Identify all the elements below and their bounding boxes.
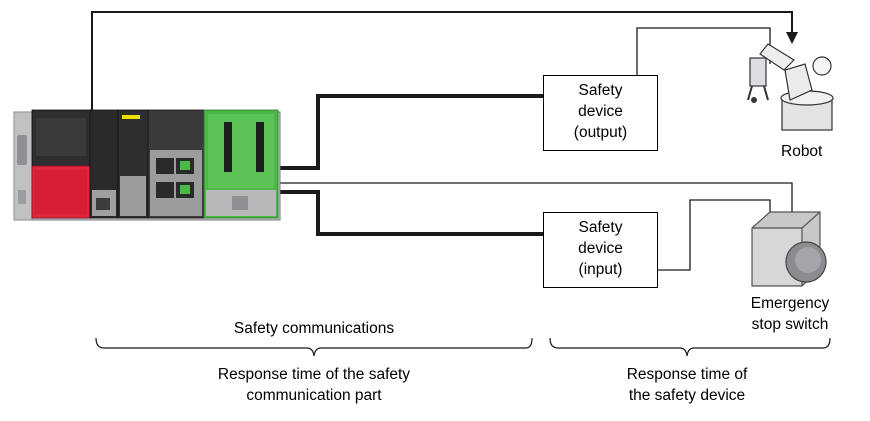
right-response-time-line1: Response time of: [626, 366, 748, 383]
safety-device-input-line2: device: [578, 240, 623, 257]
robot-label: Robot: [781, 143, 823, 160]
safety-device-input-line3: (input): [578, 261, 623, 278]
safety-device-output-box: Safety device (output): [543, 75, 658, 151]
input-to-estop-wire: [658, 199, 771, 271]
emergency-stop-icon: [751, 211, 827, 287]
robot-control-wire: [91, 11, 793, 110]
bracket-right: [549, 337, 831, 357]
robot-icon: [747, 43, 834, 131]
estop-label-line2: stop switch: [751, 316, 829, 333]
safety-device-input-box: Safety device (input): [543, 212, 658, 288]
safety-device-output-line2: device: [578, 103, 623, 120]
estop-wire: [92, 182, 793, 212]
bracket-left: [95, 337, 533, 357]
right-response-time-line2: the safety device: [628, 387, 746, 404]
left-response-time-line2: communication part: [246, 387, 382, 404]
safety-communications-label: Safety communications: [233, 320, 395, 337]
arrow-head: [786, 32, 798, 44]
plc-rack: [13, 109, 281, 221]
left-response-time-line1: Response time of the safety: [217, 366, 411, 383]
estop-label-line1: Emergency: [750, 295, 830, 312]
safety-device-input-line1: Safety: [578, 219, 623, 236]
safety-device-output-line3: (output): [573, 124, 628, 141]
safety-device-output-line1: Safety: [578, 82, 623, 99]
